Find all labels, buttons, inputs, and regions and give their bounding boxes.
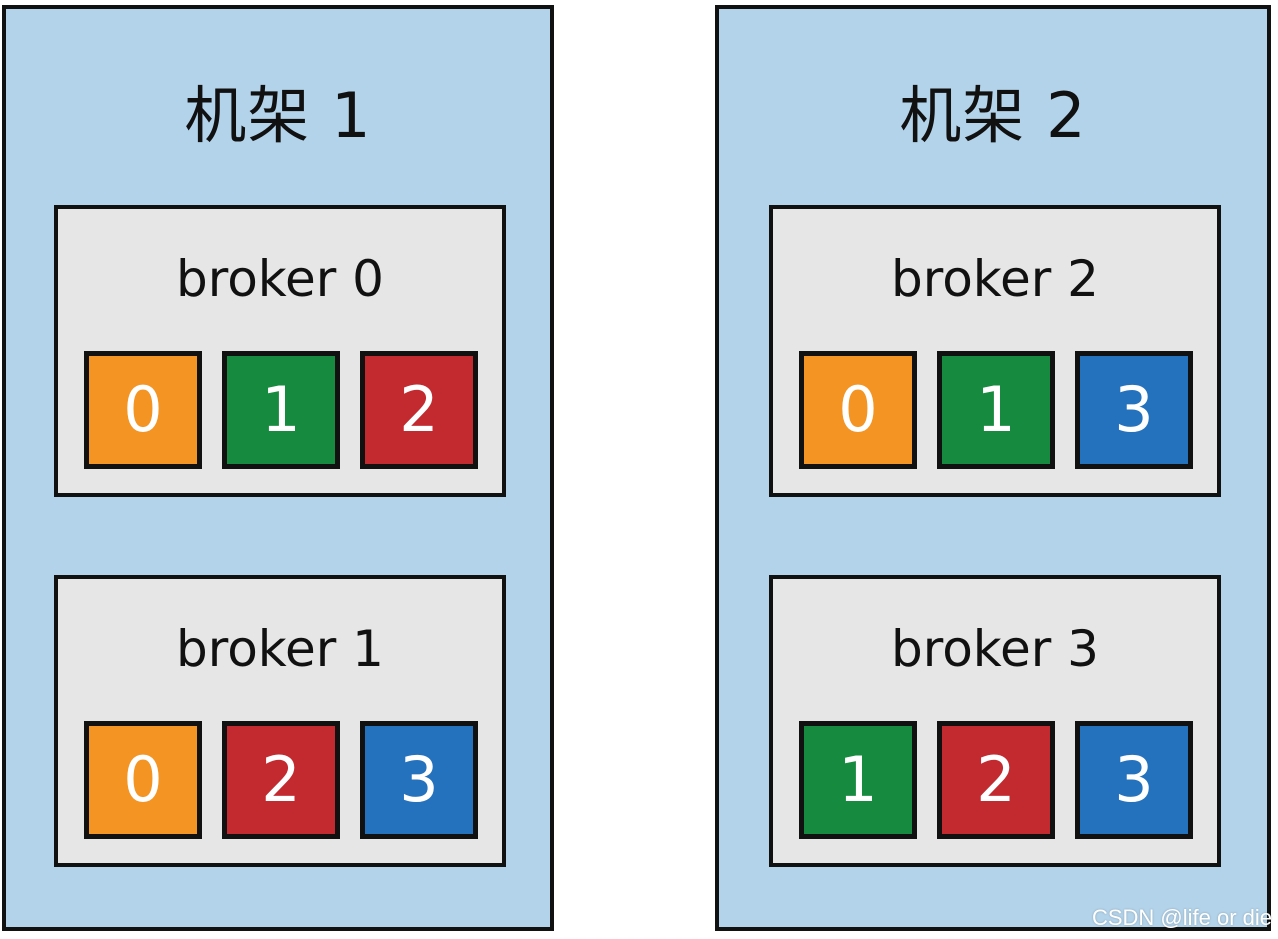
broker-2: broker 2 0 1 3 bbox=[769, 205, 1221, 497]
partition-box: 0 bbox=[84, 351, 202, 469]
watermark: CSDN @life or die bbox=[1091, 905, 1272, 930]
partition-box: 2 bbox=[937, 721, 1055, 839]
partition-list: 1 2 3 bbox=[799, 721, 1193, 841]
partition-list: 0 1 3 bbox=[799, 351, 1193, 471]
partition-box: 1 bbox=[222, 351, 340, 469]
rack-title: 机架 2 bbox=[899, 79, 1087, 152]
rack-2: 机架 2 broker 2 0 1 3 broker 3 1 2 3 bbox=[715, 5, 1271, 931]
partition-box: 1 bbox=[799, 721, 917, 839]
broker-1: broker 1 0 2 3 bbox=[54, 575, 506, 867]
partition-box: 1 bbox=[937, 351, 1055, 469]
partition-box: 0 bbox=[84, 721, 202, 839]
partition-box: 3 bbox=[360, 721, 478, 839]
broker-3: broker 3 1 2 3 bbox=[769, 575, 1221, 867]
broker-title: broker 3 bbox=[891, 620, 1099, 678]
partition-box: 2 bbox=[360, 351, 478, 469]
partition-list: 0 2 3 bbox=[84, 721, 478, 841]
rack-1: 机架 1 broker 0 0 1 2 broker 1 0 2 3 bbox=[2, 5, 554, 931]
partition-box: 3 bbox=[1075, 721, 1193, 839]
partition-box: 3 bbox=[1075, 351, 1193, 469]
partition-box: 0 bbox=[799, 351, 917, 469]
rack-title: 机架 1 bbox=[184, 79, 372, 152]
broker-title: broker 2 bbox=[891, 250, 1099, 308]
broker-title: broker 1 bbox=[176, 620, 384, 678]
broker-title: broker 0 bbox=[176, 250, 384, 308]
partition-list: 0 1 2 bbox=[84, 351, 478, 471]
partition-box: 2 bbox=[222, 721, 340, 839]
broker-0: broker 0 0 1 2 bbox=[54, 205, 506, 497]
